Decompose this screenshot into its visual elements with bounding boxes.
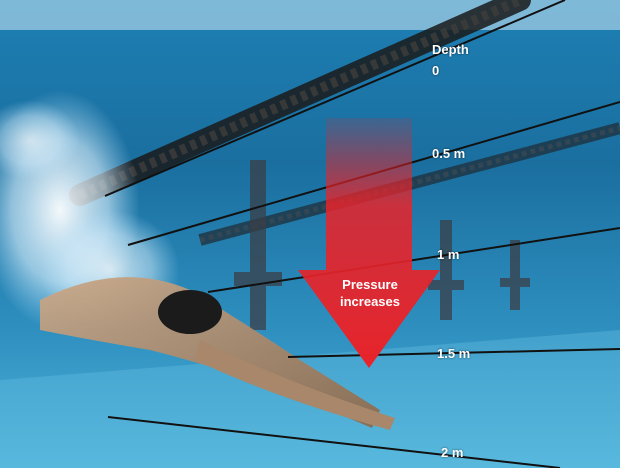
depth-line-2 — [107, 416, 561, 468]
depth-line-1 — [207, 227, 620, 293]
depth-label-0-5: 0.5 m — [432, 146, 466, 161]
depth-scale-title: Depth — [432, 42, 469, 57]
pressure-arrow-line2: increases — [340, 294, 400, 309]
swimmer-figure-icon — [40, 277, 395, 430]
depth-label-1: 1 m — [437, 247, 460, 262]
pressure-arrow-icon — [298, 118, 440, 368]
depth-line-0 — [104, 0, 566, 197]
depth-label-0: 0 — [432, 63, 440, 78]
depth-label-1-5: 1.5 m — [437, 346, 471, 361]
lane-rope-icon — [69, 0, 531, 206]
pool-floor-markings-icon — [234, 160, 530, 330]
pressure-arrow-line1: Pressure — [342, 277, 398, 292]
depth-label-2: 2 m — [441, 445, 464, 460]
depth-line-1-5 — [287, 348, 620, 358]
pressure-arrow-label: Pressure increases — [318, 276, 422, 310]
